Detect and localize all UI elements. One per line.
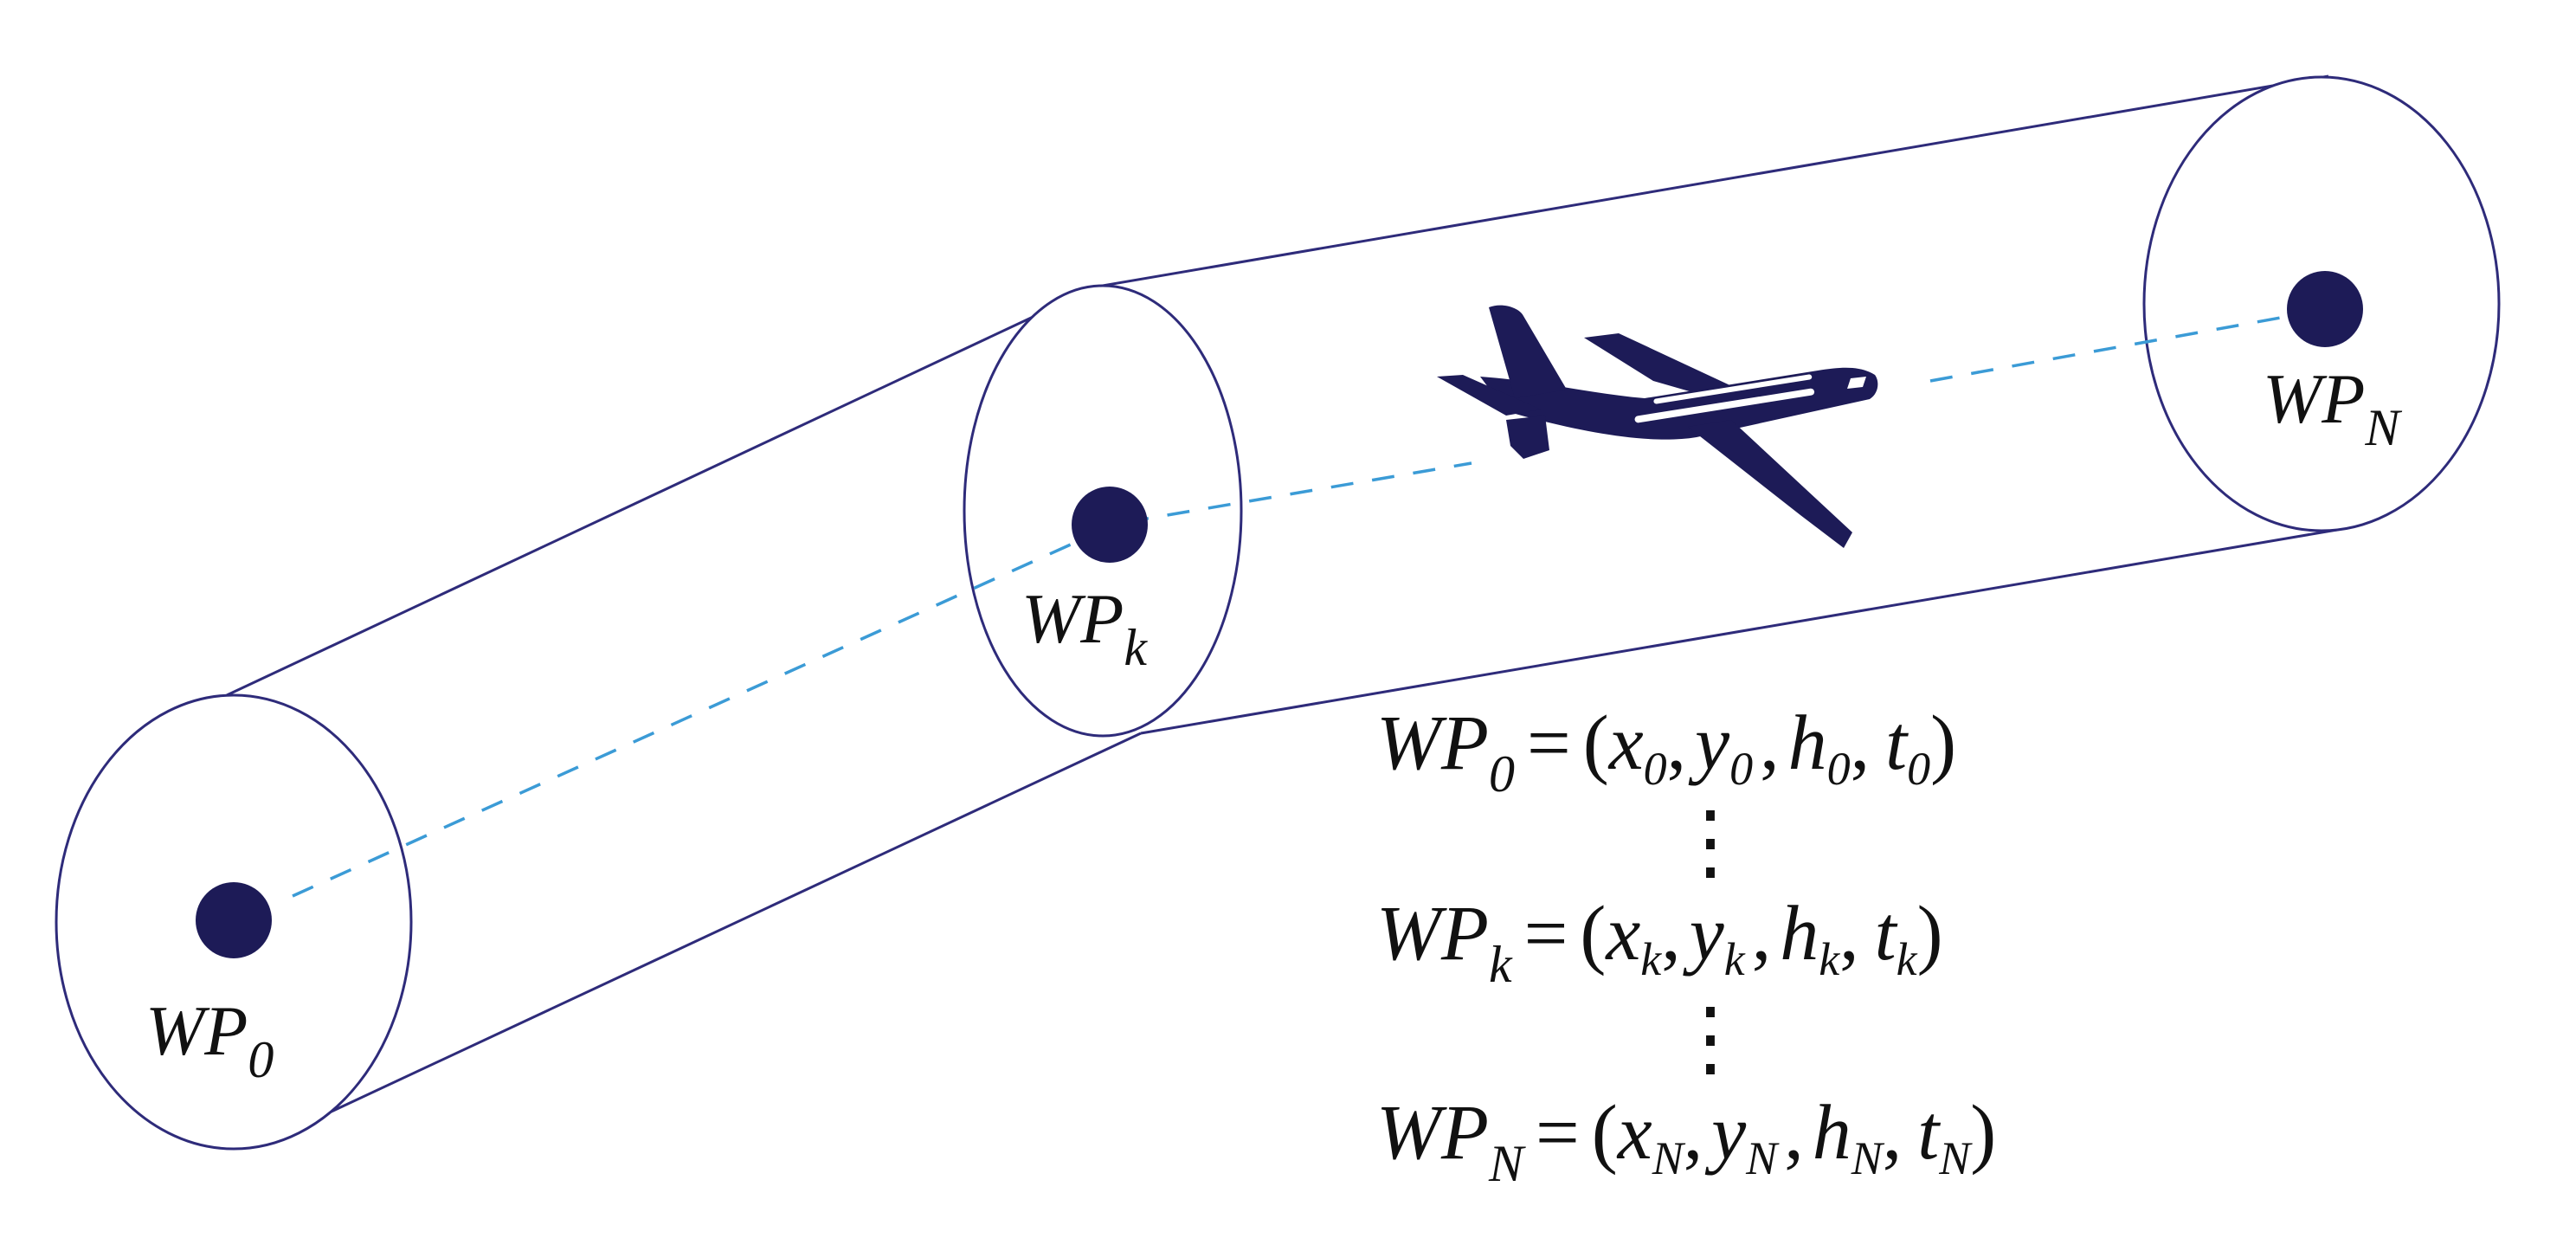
tube-edge-lower-1 (267, 732, 1142, 1143)
waypoint-label-start: WP0 (145, 991, 274, 1088)
tube-edge-lower-2 (1140, 528, 2338, 735)
tube-segment-start-to-mid (226, 285, 1142, 1143)
waypoint-label-end: WPN (2263, 359, 2402, 456)
airplane-windows (1634, 374, 1866, 423)
flight-path-ahead (1929, 307, 2329, 383)
equation-wp-k: WPk=(xk,yk,hk,tk) (1376, 891, 1943, 993)
equation-wp-n: WPN=(xN,yN,hN,tN) (1376, 1090, 1996, 1192)
waypoint-dot-end (2287, 271, 2363, 347)
tube-edge-upper-1 (226, 285, 1098, 697)
waypoint-dot-mid (1072, 487, 1148, 563)
ellipsis-vertical-2: ⋮ (1669, 992, 1752, 1085)
flight-path (292, 461, 1472, 898)
tube-edge-upper-2 (1097, 74, 2329, 288)
tube-segment-mid-to-end (1097, 74, 2338, 735)
waypoint-dot-start (196, 882, 272, 958)
airplane-icon (1437, 305, 1878, 548)
waypoint-label-mid: WPk (1021, 579, 1148, 676)
waypoint-equations: WP0=(x0,y0,h0,t0) ⋮ WPk=(xk,yk,hk,tk) ⋮ … (1376, 700, 1996, 1192)
equation-wp-0: WP0=(x0,y0,h0,t0) (1376, 700, 1956, 803)
ellipsis-vertical-1: ⋮ (1669, 796, 1752, 888)
